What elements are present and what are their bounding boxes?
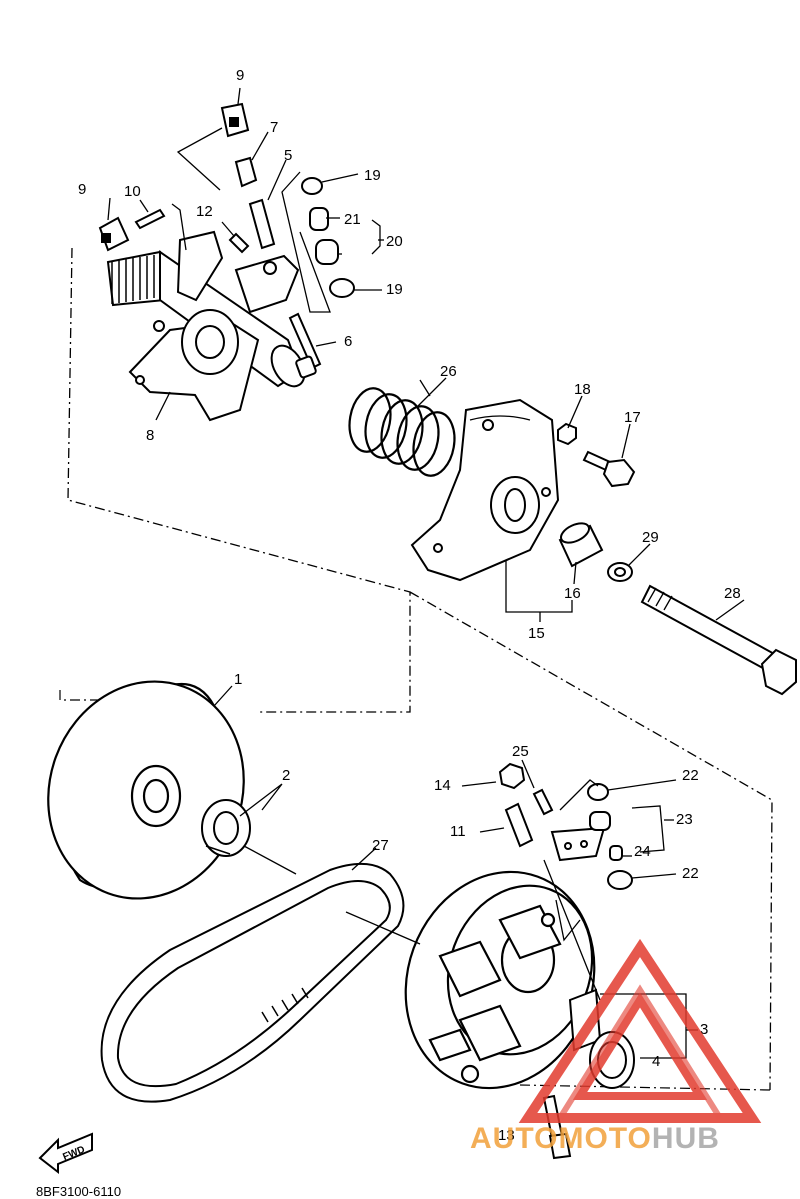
spider-shaft-assembly bbox=[106, 230, 322, 422]
part-label-1: 1 bbox=[234, 671, 242, 688]
long-bolt bbox=[640, 584, 797, 696]
part-label-8: 8 bbox=[146, 427, 154, 444]
part-label-9-top: 9 bbox=[236, 67, 244, 84]
part-label-18: 18 bbox=[574, 381, 591, 398]
part-label-12: 12 bbox=[196, 203, 213, 220]
part-label-25: 25 bbox=[512, 743, 529, 760]
forward-arrow-icon: FWD bbox=[38, 1132, 93, 1175]
part-label-13: 13 bbox=[498, 1127, 515, 1144]
leader-lines-middle bbox=[417, 377, 745, 622]
part-label-24: 24 bbox=[634, 843, 651, 860]
watermark-auto: AUTO bbox=[470, 1122, 558, 1155]
oil-seal bbox=[201, 799, 251, 857]
part-label-3: 3 bbox=[700, 1021, 708, 1038]
part-label-21: 21 bbox=[344, 211, 361, 228]
part-label-16: 16 bbox=[564, 585, 581, 602]
watermark-logo: AUTOMOTOHUB bbox=[470, 938, 762, 1155]
part-label-19-bottom: 19 bbox=[386, 281, 403, 298]
watermark-moto: MOTO bbox=[558, 1122, 651, 1155]
cover-fasteners bbox=[557, 422, 636, 582]
part-label-28: 28 bbox=[724, 585, 741, 602]
assembly-boundary-line bbox=[67, 247, 773, 1091]
part-label-4: 4 bbox=[652, 1053, 660, 1070]
watermark-hub: HUB bbox=[652, 1122, 720, 1155]
part-label-10: 10 bbox=[124, 183, 141, 200]
leader-lines-upper bbox=[107, 87, 384, 421]
part-label-9-left: 9 bbox=[78, 181, 86, 198]
part-label-15: 15 bbox=[528, 625, 545, 642]
watermark-text: AUTOMOTOHUB bbox=[470, 1122, 720, 1155]
part-label-7: 7 bbox=[270, 119, 278, 136]
part-label-29: 29 bbox=[642, 529, 659, 546]
part-label-20: 20 bbox=[386, 233, 403, 250]
part-label-26: 26 bbox=[440, 363, 457, 380]
movable-sheave-assembly bbox=[404, 870, 596, 1090]
part-label-19-top: 19 bbox=[364, 167, 381, 184]
cover-bushing bbox=[558, 522, 604, 568]
part-label-5: 5 bbox=[284, 147, 292, 164]
clutch-cover bbox=[410, 398, 560, 582]
drive-belt bbox=[100, 862, 405, 1103]
roller-and-slider-parts bbox=[98, 102, 355, 298]
part-label-14: 14 bbox=[434, 777, 451, 794]
part-label-6: 6 bbox=[344, 333, 352, 350]
fixed-sheave bbox=[47, 680, 245, 900]
part-label-17: 17 bbox=[624, 409, 641, 426]
part-label-23: 23 bbox=[676, 811, 693, 828]
part-label-22-bottom: 22 bbox=[682, 865, 699, 882]
part-label-11: 11 bbox=[450, 823, 466, 840]
weight-arm-parts bbox=[498, 762, 633, 890]
part-label-22-top: 22 bbox=[682, 767, 699, 784]
diagram-code: 8BF3100-6110 bbox=[36, 1184, 121, 1199]
part-label-2: 2 bbox=[282, 767, 290, 784]
part-label-27: 27 bbox=[372, 837, 389, 854]
compression-spring bbox=[348, 379, 456, 477]
part-labels: 9 7 5 9 10 12 19 21 20 19 6 8 26 18 17 2… bbox=[78, 67, 741, 1144]
